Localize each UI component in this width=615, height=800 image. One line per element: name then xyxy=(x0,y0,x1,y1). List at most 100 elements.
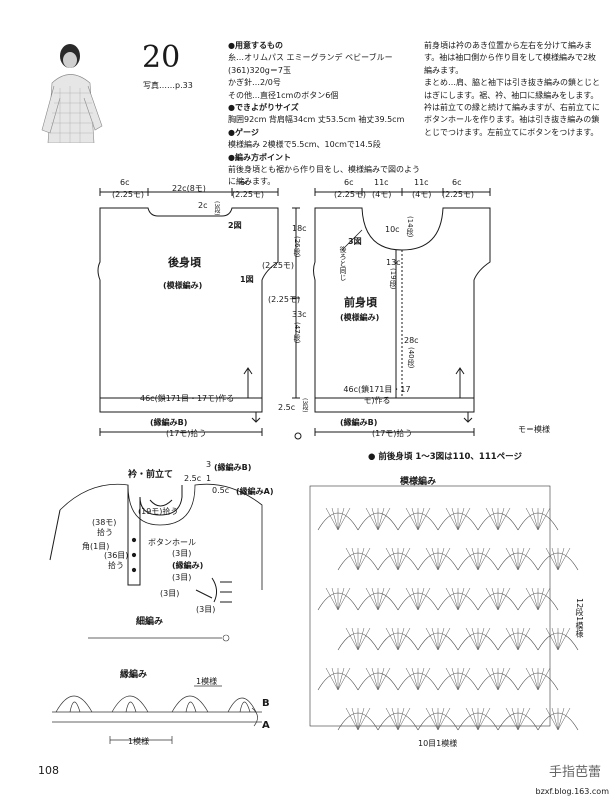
watermark-brand: 手指芭蕾 xyxy=(548,765,601,780)
back-top-left-width: 6c xyxy=(120,178,130,187)
fan-spoke xyxy=(385,707,399,731)
fan-spoke xyxy=(451,667,459,691)
back-neck-rows: (3段) xyxy=(213,201,220,216)
front-top-1: 6c xyxy=(344,178,354,187)
fan-spoke xyxy=(357,547,365,571)
other-text: その他…直径1cmのボタン6個 xyxy=(228,90,339,100)
fan-spoke xyxy=(471,627,479,651)
collar-pickup: (19モ)拾う xyxy=(138,507,179,516)
fan-spoke xyxy=(351,627,359,651)
fan-spoke xyxy=(497,507,505,531)
fan-spoke xyxy=(377,587,391,611)
fan-spoke xyxy=(445,587,459,611)
back-fig2: 2図 xyxy=(228,221,242,230)
fan-spoke xyxy=(337,507,345,531)
fan-spoke xyxy=(551,707,559,731)
fan-spoke xyxy=(537,667,551,691)
front-top-mod-4: (2.25モ) xyxy=(442,190,475,199)
watermark-url: bzxf.blog.163.com xyxy=(535,787,609,796)
fan-spoke xyxy=(337,507,351,531)
fan-spoke xyxy=(357,627,365,651)
fan-spoke xyxy=(477,627,491,651)
back-top-right-mod: (2.25モ) xyxy=(232,190,265,199)
back-height-lower: 33c xyxy=(292,310,307,319)
fan-spoke xyxy=(397,627,405,651)
fan-spoke xyxy=(425,627,439,651)
fan-spoke xyxy=(357,707,365,731)
back-pickup: (17モ)拾う xyxy=(166,429,207,438)
fan-spoke xyxy=(485,587,499,611)
fan-spoke xyxy=(417,667,431,691)
fan-spoke xyxy=(437,547,445,571)
fan-spoke xyxy=(505,627,519,651)
fan-spoke xyxy=(385,627,399,651)
fan-spoke xyxy=(397,547,405,571)
back-top-right-width: 6c xyxy=(240,178,250,187)
fan-spoke xyxy=(437,707,445,731)
photo-ref: 写真……p.33 xyxy=(143,81,193,90)
fan-spoke xyxy=(385,547,399,571)
front-top-mod-3: (4モ) xyxy=(412,190,432,199)
fan-spoke xyxy=(557,627,571,651)
border-title: 縁編み xyxy=(120,670,148,680)
fan-spoke xyxy=(517,707,525,731)
front-top-2: 11c xyxy=(374,178,389,187)
front-base-chain: 46c(鎖171目・17モ)作る xyxy=(343,385,411,405)
collar-front-pickup: 拾う xyxy=(108,561,124,570)
back-subtitle: (模様編み) xyxy=(163,281,203,290)
back-center-width: 22c(8モ) xyxy=(172,184,206,193)
fan-spoke xyxy=(517,547,531,571)
fan-spoke xyxy=(551,627,559,651)
collar-corner: 角(1目) xyxy=(82,542,110,551)
instructions-p2: まとめ…肩、脇と袖下は引き抜き編みの鎖とじとはぎにします。裾、衿、袖口に縁編みを… xyxy=(424,78,600,137)
buttonhole-count: (3目) xyxy=(172,549,192,558)
fan-spoke xyxy=(537,507,545,531)
border-repeat-bottom: 1模様 xyxy=(128,737,150,746)
fan-spoke xyxy=(497,587,505,611)
fan-spoke xyxy=(405,667,419,691)
border-row-a: A xyxy=(262,720,270,731)
gauge-heading: ●ゲージ xyxy=(228,127,259,137)
sc-title: 細編み xyxy=(136,617,164,627)
fan-spoke xyxy=(517,547,525,571)
back-body-outline xyxy=(97,207,279,399)
fan-spoke xyxy=(391,627,399,651)
size-text: 胸囲92cm 背肩幅34cm 丈53.5cm 袖丈39.5cm xyxy=(228,115,405,125)
front-top-3: 11c xyxy=(414,178,429,187)
fan-spoke xyxy=(477,627,485,651)
fan-spoke xyxy=(457,507,471,531)
fan-spoke xyxy=(377,507,385,531)
front-fig3: 3図 xyxy=(348,237,362,246)
fan-spoke xyxy=(497,507,511,531)
fan-spoke xyxy=(377,507,391,531)
fan-spoke xyxy=(425,547,439,571)
fan-spoke xyxy=(537,667,545,691)
method-text: 前後身頃とも裾から作り目をし、模様編みで図のように編みます。 xyxy=(228,165,420,187)
front-same-as-back: 後ろと同じ xyxy=(339,246,347,281)
front-armhole-left: (2.25モ) xyxy=(268,295,301,304)
fan-spoke xyxy=(477,547,491,571)
fan-spoke xyxy=(391,707,399,731)
stitch-row-repeat: 12段1模様 xyxy=(575,598,584,638)
collar-left-count: (38モ) xyxy=(92,518,117,527)
fan-spoke xyxy=(417,507,425,531)
fan-spoke xyxy=(331,507,339,531)
fan-spoke xyxy=(411,587,419,611)
fan-spoke xyxy=(457,667,465,691)
fan-spoke xyxy=(471,547,479,571)
back-fig1: 1図 xyxy=(240,275,254,284)
fan-spoke xyxy=(371,587,379,611)
fan-spoke xyxy=(445,507,459,531)
fan-spoke xyxy=(357,547,371,571)
fan-spoke xyxy=(331,587,339,611)
hook-text: かぎ針…2/0号 xyxy=(228,78,281,88)
fan-spoke xyxy=(325,507,339,531)
instructions-block: 前身頃は衿のあき位置から左右を分けて編みます。袖は袖口側から作り目をして模様編み… xyxy=(424,40,600,139)
edge-depth: 2.5c xyxy=(278,403,296,412)
module-key: モ＝模様 xyxy=(518,425,550,434)
buttonhole-count-2: (3目) xyxy=(172,573,192,582)
collar-m3: 3 xyxy=(206,460,212,469)
fan-spoke xyxy=(411,507,419,531)
fan-spoke xyxy=(477,707,491,731)
